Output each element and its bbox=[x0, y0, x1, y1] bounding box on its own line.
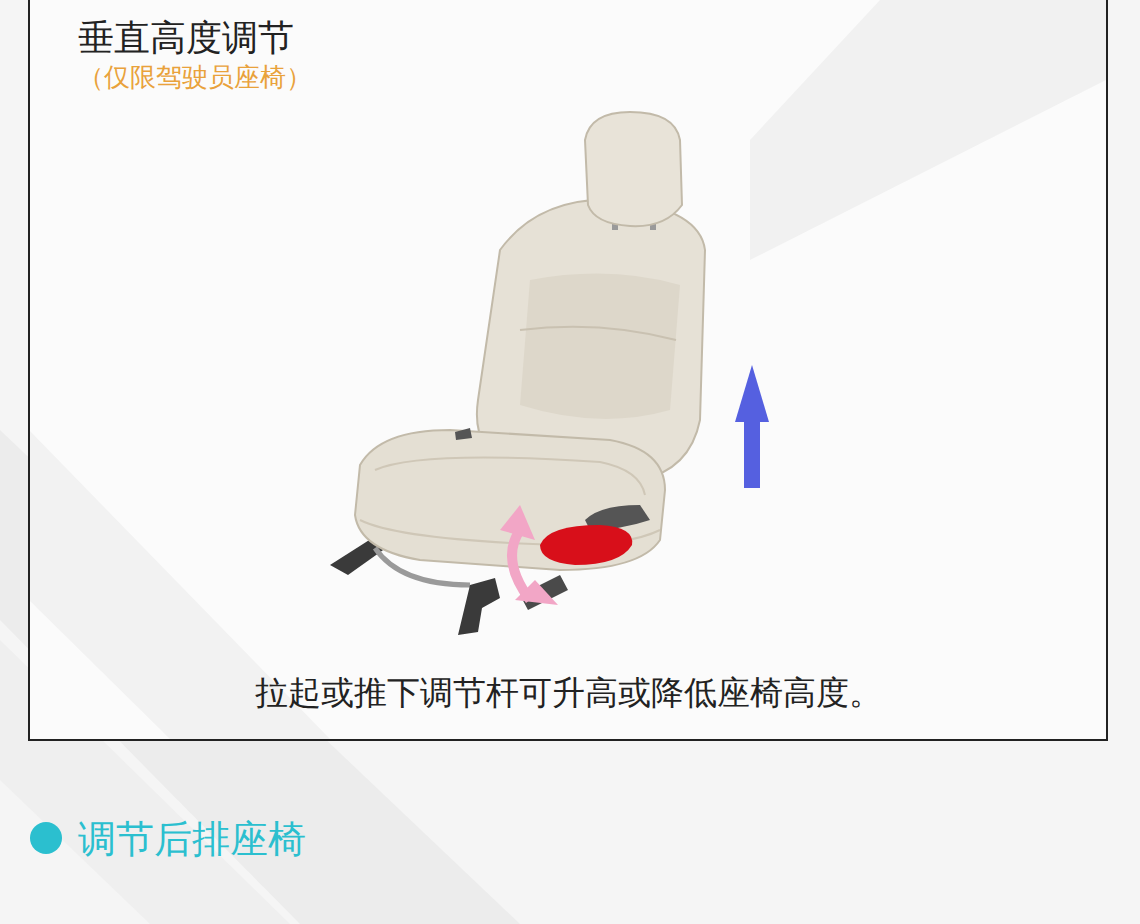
section-bullet bbox=[30, 822, 62, 854]
panel-caption: 拉起或推下调节杆可升高或降低座椅高度。 bbox=[30, 672, 1106, 716]
panel-ground bbox=[29, 0, 1106, 739]
panel-subheading: （仅限驾驶员座椅） bbox=[78, 60, 312, 95]
panel-stripe bbox=[750, 0, 1106, 260]
panel-heading: 垂直高度调节 bbox=[78, 14, 294, 63]
panel-box: 垂直高度调节（仅限驾驶员座椅） 拉起或推下调节杆可升高或降低座椅高度。 bbox=[28, 0, 1108, 741]
section-heading: 调节后排座椅 bbox=[78, 814, 306, 865]
up-arrow bbox=[735, 365, 769, 488]
seat-illustration bbox=[330, 112, 705, 635]
